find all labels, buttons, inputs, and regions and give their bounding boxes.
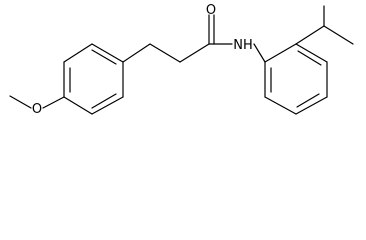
bond: [264, 96, 297, 115]
bond: [42, 96, 65, 109]
bond: [264, 43, 297, 63]
bond: [179, 43, 210, 63]
bond: [295, 96, 328, 115]
bond: [63, 43, 93, 63]
methoxy-group: [9, 95, 65, 109]
carbonyl-oxygen-label: O: [206, 3, 216, 18]
isopropyl-group: [295, 5, 354, 45]
bond: [91, 43, 124, 63]
methoxyphenyl-ring: [63, 43, 124, 115]
bond: [295, 43, 328, 63]
bond: [122, 43, 151, 63]
ether-oxygen-label: O: [32, 102, 42, 117]
bond: [63, 96, 93, 115]
bond: [253, 43, 266, 63]
double-bond-inner: [297, 50, 322, 66]
bond: [295, 25, 325, 45]
double-bond-inner: [91, 49, 117, 65]
bond: [9, 95, 32, 109]
double-bond-inner: [296, 93, 320, 108]
isopropylphenyl-ring: [264, 43, 328, 115]
double-bond-inner: [91, 93, 117, 109]
bond: [323, 25, 354, 45]
bond: [91, 96, 124, 115]
bond: [149, 43, 181, 63]
acetamide-chain: [122, 14, 266, 63]
amide-nitrogen-label: NH: [233, 38, 253, 53]
chemical-structure-diagram: O NH O: [9, 3, 354, 117]
